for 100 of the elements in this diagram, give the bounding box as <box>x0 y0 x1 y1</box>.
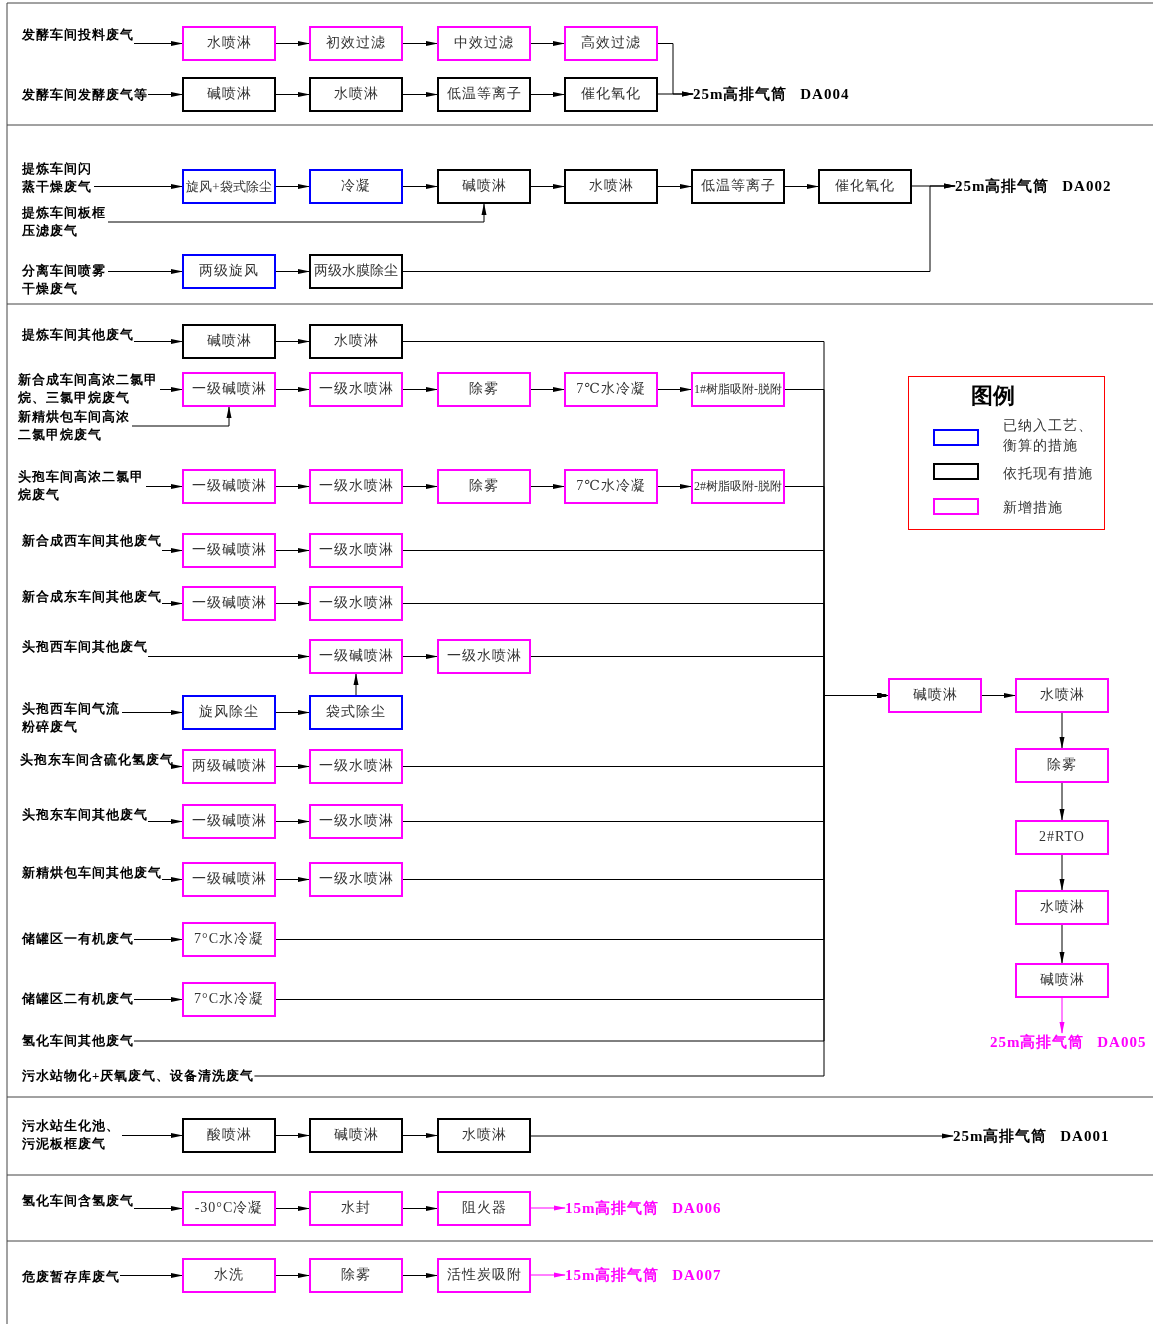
step-label: 催化氧化 <box>581 87 641 102</box>
process-box <box>182 1191 276 1226</box>
process-box <box>182 77 276 112</box>
process-box <box>182 922 276 957</box>
arrow <box>107 269 183 274</box>
arrow <box>275 269 310 274</box>
process-box <box>309 26 403 61</box>
step-label: 7°C水冷凝 <box>194 992 264 1007</box>
stack-label: 15m高排气筒 DA006 <box>565 1199 722 1217</box>
step-label: 除雾 <box>469 479 499 494</box>
process-box <box>182 862 276 897</box>
process-box <box>888 678 982 713</box>
process-box <box>182 804 276 839</box>
source-label: 发酵车间投料废气 <box>22 26 134 44</box>
source-label: 新合成西车间其他废气 <box>22 532 162 550</box>
arrow <box>275 1133 310 1138</box>
arrow <box>657 387 692 392</box>
process-box <box>1015 748 1109 783</box>
step-label: 一级碱喷淋 <box>318 649 394 664</box>
arrow <box>402 1273 438 1278</box>
step-label: 高效过滤 <box>581 36 641 51</box>
arrow <box>119 1273 183 1278</box>
arrow <box>275 819 310 824</box>
arrow <box>784 184 819 189</box>
process-box <box>437 1258 531 1293</box>
process-box <box>564 169 658 204</box>
arrow <box>133 339 183 344</box>
arrow <box>981 693 1016 698</box>
arrow <box>131 406 232 427</box>
step-label: 一级水喷淋 <box>446 649 522 664</box>
arrow <box>275 877 310 882</box>
arrow <box>275 1206 310 1211</box>
step-label: 水喷淋 <box>1039 900 1085 915</box>
arrow <box>657 484 692 489</box>
arrow <box>530 41 565 46</box>
arrow <box>147 654 310 659</box>
arrow <box>133 997 183 1002</box>
step-label: 水喷淋 <box>461 1128 507 1143</box>
process-box <box>182 982 276 1017</box>
step-label: 2#树脂吸附-脱附 <box>694 480 782 493</box>
process-box <box>182 324 276 359</box>
step-label: 催化氧化 <box>835 179 895 194</box>
arrow <box>402 387 438 392</box>
step-label: 中效过滤 <box>454 36 514 51</box>
arrow <box>159 387 183 392</box>
step-label: 一级碱喷淋 <box>191 872 267 887</box>
step-label: 一级碱喷淋 <box>191 596 267 611</box>
process-box <box>309 77 403 112</box>
source-label: 储罐区二有机废气 <box>22 990 134 1008</box>
arrow <box>530 92 565 97</box>
step-label: 一级水喷淋 <box>318 872 394 887</box>
arrow <box>161 877 183 882</box>
step-label: 碱喷淋 <box>1039 973 1085 988</box>
step-label: 酸喷淋 <box>206 1128 252 1143</box>
step-label: 一级水喷淋 <box>318 759 394 774</box>
process-box <box>691 372 785 407</box>
process-box <box>437 26 531 61</box>
arrow <box>121 710 183 715</box>
process-box <box>309 749 403 784</box>
stack-label: 25m高排气筒 DA002 <box>955 177 1112 195</box>
process-box <box>309 533 403 568</box>
arrow <box>1059 782 1065 821</box>
source-label: 氢化车间含氢废气 <box>22 1192 134 1210</box>
arrow <box>530 1272 566 1278</box>
step-label: 1#树脂吸附-脱附 <box>694 383 782 396</box>
legend-text: 已纳入工艺、衡算的措施 <box>1003 416 1094 455</box>
process-box <box>182 533 276 568</box>
arrow <box>133 41 183 46</box>
source-label: 氢化车间其他废气 <box>22 1032 134 1050</box>
source-label: 污水站物化+厌氧废气、设备清洗废气 <box>22 1067 255 1085</box>
step-label: 两级旋风 <box>199 264 259 279</box>
arrow <box>353 673 359 696</box>
process-box <box>437 1118 531 1153</box>
step-label: 水洗 <box>214 1268 244 1283</box>
source-label: 头孢车间高浓二氯甲烷废气 <box>18 468 146 504</box>
arrow <box>161 601 183 606</box>
legend-text: 新增措施 <box>1003 498 1064 517</box>
process-box <box>437 1191 531 1226</box>
arrow <box>657 91 694 97</box>
legend-text: 依托现有措施 <box>1003 464 1094 483</box>
step-label: 一级水喷淋 <box>318 814 394 829</box>
source-label: 头孢西车间气流粉碎废气 <box>22 700 122 736</box>
arrow <box>275 387 310 392</box>
source-label: 提炼车间板框压滤废气 <box>22 204 108 240</box>
process-box <box>309 639 403 674</box>
arrow <box>275 41 310 46</box>
process-box <box>437 639 531 674</box>
process-box <box>309 804 403 839</box>
process-box <box>182 469 276 504</box>
process-box <box>309 695 403 730</box>
step-label: 低温等离子 <box>446 87 522 102</box>
arrow <box>133 1206 183 1211</box>
process-box <box>437 169 531 204</box>
process-box <box>437 77 531 112</box>
process-box <box>437 469 531 504</box>
arrow <box>1059 924 1065 964</box>
process-box <box>437 372 531 407</box>
process-box <box>1015 963 1109 998</box>
step-label: 2#RTO <box>1039 830 1085 845</box>
arrow <box>275 184 310 189</box>
